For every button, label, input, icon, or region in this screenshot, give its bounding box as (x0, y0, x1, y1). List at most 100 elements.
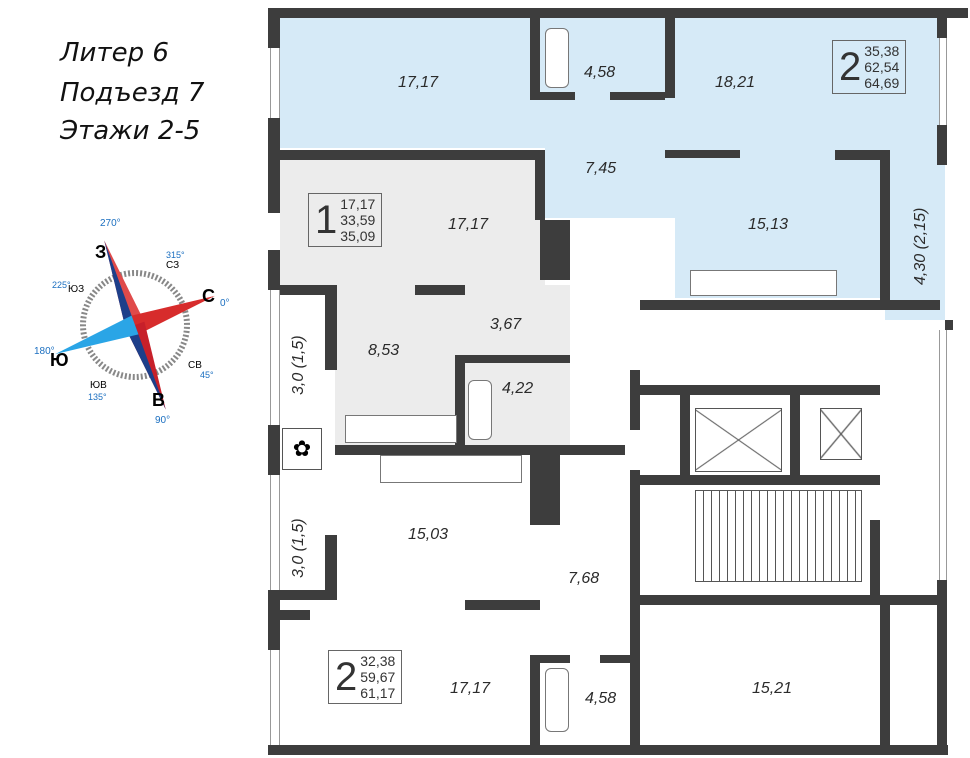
balcony-area: 4,30 (2,15) (912, 207, 929, 285)
wall (835, 150, 890, 160)
wall (937, 580, 947, 755)
wall (870, 520, 880, 600)
wall (530, 655, 570, 663)
wall (325, 535, 337, 595)
compass-nw: СЗ (166, 260, 180, 271)
compass-deg-sw: 225° (52, 280, 71, 290)
window (270, 48, 280, 118)
compass-deg-ne: 45° (200, 370, 214, 380)
wall (937, 8, 947, 38)
rooms-count: 2 (839, 44, 862, 89)
window (270, 290, 280, 425)
window (939, 38, 947, 125)
wall (268, 745, 948, 755)
wall (535, 150, 545, 220)
wall (880, 605, 890, 745)
wall (280, 150, 545, 160)
compass-south: Ю (50, 350, 69, 370)
living-area: 32,38 (360, 653, 396, 669)
room-area: 17,17 (448, 216, 489, 233)
wall (455, 355, 465, 445)
kitchen-counter (690, 270, 837, 296)
window (939, 330, 947, 580)
living-area: 35,38 (864, 43, 900, 59)
bathtub (545, 28, 569, 88)
header-liter: Литер 6 (60, 38, 169, 68)
wall (280, 590, 337, 600)
compass-deg-n: 0° (220, 298, 230, 309)
compass-north: С (202, 286, 215, 306)
wall (540, 92, 575, 100)
total-area-balcony: 64,69 (864, 75, 900, 91)
compass-icon (55, 240, 215, 410)
balcony-area: 3,0 (1,5) (290, 335, 307, 395)
total-area-balcony: 61,17 (360, 685, 396, 701)
wall (268, 8, 280, 48)
compass-deg-w: 270° (100, 218, 121, 229)
wall (455, 355, 570, 363)
room-area: 4,22 (502, 380, 534, 397)
wall (640, 300, 940, 310)
wall (540, 220, 570, 280)
kitchen-counter (345, 415, 457, 443)
wall (600, 655, 635, 663)
compass-west: З (95, 242, 107, 262)
header-entrance: Подъезд 7 (60, 78, 205, 108)
wall (530, 655, 540, 745)
compass-sw: ЮЗ (68, 284, 85, 295)
rooms-count: 2 (335, 654, 358, 699)
room-area: 15,13 (748, 216, 789, 233)
wall (325, 285, 337, 370)
room-area: 17,17 (398, 74, 439, 91)
wall (630, 470, 640, 745)
wall (880, 150, 890, 300)
room-area: 3,67 (490, 316, 522, 333)
apartment-2-top[interactable] (280, 18, 945, 148)
wall (630, 370, 640, 430)
rooms-count: 1 (315, 197, 338, 242)
wall (415, 285, 465, 295)
wall (268, 425, 280, 475)
apartment-1[interactable] (280, 160, 545, 285)
total-area: 62,54 (864, 59, 900, 75)
wall (640, 595, 940, 605)
compass-deg-se: 135° (88, 392, 107, 402)
header-floors: Этажи 2-5 (60, 116, 201, 146)
wall (268, 118, 280, 213)
compass-ne: СВ (188, 360, 202, 371)
wall (665, 18, 675, 98)
wall (640, 385, 880, 395)
wall (280, 285, 335, 295)
wall (530, 18, 540, 100)
room-area: 4,58 (584, 64, 616, 81)
elevator-shaft (695, 408, 782, 472)
room-area: 15,21 (752, 680, 793, 697)
wall (610, 92, 665, 100)
room-area: 7,68 (568, 570, 600, 587)
wall (280, 610, 310, 620)
wall (945, 320, 953, 330)
room-area: 15,03 (408, 526, 449, 543)
wall (530, 445, 560, 525)
bathtub (545, 668, 569, 732)
kitchen-counter (380, 455, 522, 483)
window (270, 475, 280, 590)
compass-east: В (152, 390, 165, 410)
wall (937, 125, 947, 165)
wall (268, 8, 968, 18)
compass-se: ЮВ (90, 380, 107, 391)
room-area: 7,45 (585, 160, 617, 177)
compass-deg-e: 90° (155, 415, 171, 426)
wall (680, 385, 690, 485)
wall (268, 590, 280, 650)
wall (640, 475, 880, 485)
room-area: 17,17 (450, 680, 491, 697)
